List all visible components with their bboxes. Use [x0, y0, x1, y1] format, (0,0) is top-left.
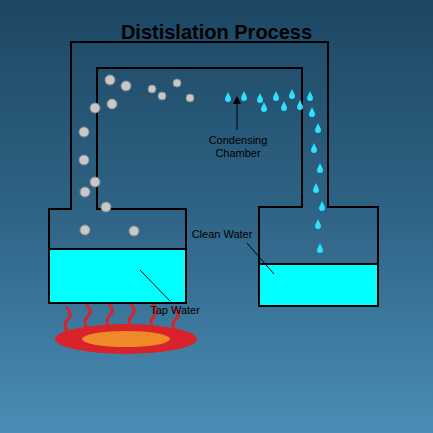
water-droplet	[311, 143, 317, 153]
water-droplet	[307, 91, 313, 101]
water-droplet	[273, 91, 279, 101]
water-droplet	[309, 107, 315, 117]
part-label: Clean Water	[182, 228, 262, 241]
leader-arrow	[237, 100, 238, 130]
water-droplet	[261, 102, 267, 112]
water-droplet	[315, 219, 321, 229]
part-label: Tap Water	[135, 304, 215, 317]
apparatus-outline	[49, 42, 378, 306]
water-droplet	[289, 89, 295, 99]
water-droplet	[317, 163, 323, 173]
clean-water-fill	[259, 264, 378, 306]
water-droplet	[313, 183, 319, 193]
water-droplet	[317, 243, 323, 253]
leader-line	[247, 243, 274, 274]
diagram-title: Distislation Process	[0, 21, 433, 44]
tap-water-fill	[49, 249, 186, 303]
water-droplet	[319, 201, 325, 211]
water-droplet	[257, 93, 263, 103]
water-droplet	[281, 101, 287, 111]
steam-particles	[79, 75, 194, 236]
part-label: Condensing Chamber	[199, 134, 277, 160]
water-droplet	[297, 100, 303, 110]
water-droplet	[241, 91, 247, 101]
leader-line	[140, 270, 170, 301]
water-droplet	[315, 123, 321, 133]
water-droplet	[225, 92, 231, 102]
